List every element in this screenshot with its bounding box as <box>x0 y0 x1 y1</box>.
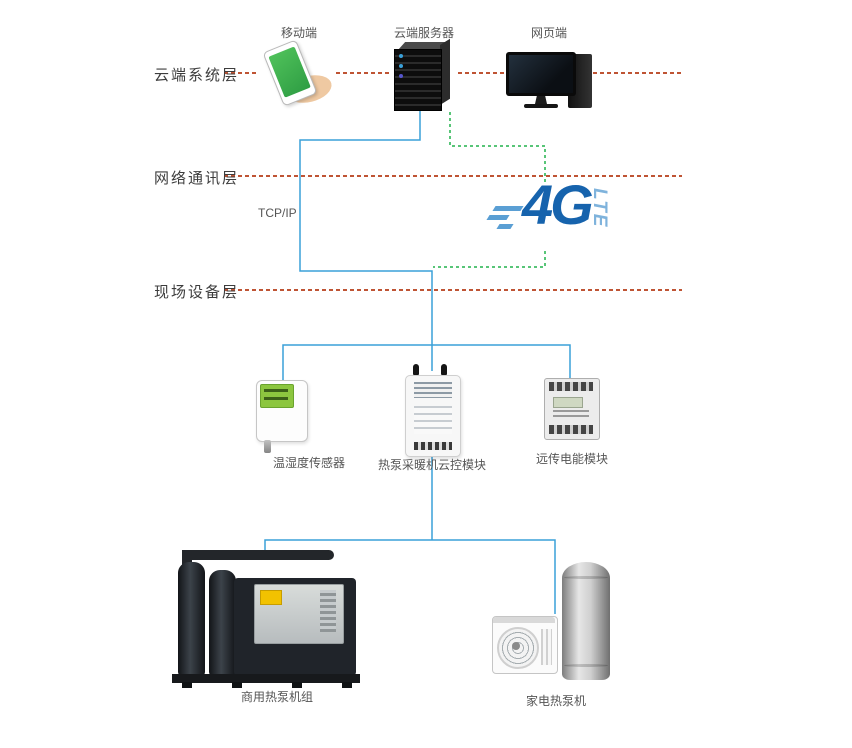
sensor-probe <box>264 440 271 453</box>
meter-terminals-top <box>549 382 593 391</box>
home-heat-pump-outdoor-unit <box>492 616 558 676</box>
meter-lcd <box>553 397 583 408</box>
module-terminals <box>414 442 452 450</box>
field-device-bus <box>282 344 571 383</box>
module-label: 热泵采暖机云控模块 <box>377 458 486 472</box>
commercial-heat-pump-image <box>168 544 366 690</box>
energy-meter-icon <box>542 376 602 442</box>
water-tank <box>560 560 612 682</box>
foot-4 <box>342 682 352 688</box>
pipe-top <box>182 550 334 560</box>
server-led-lights <box>399 54 403 58</box>
phone-screen <box>268 46 311 98</box>
layer-label-cloud: 云端系统层 <box>154 67 240 84</box>
foot-3 <box>292 682 302 688</box>
web-label: 网页端 <box>530 26 567 40</box>
compressor-cylinder-1 <box>178 562 205 676</box>
antenna-left <box>413 364 419 375</box>
server-to-field-connector <box>299 110 433 345</box>
tank-body <box>562 562 610 680</box>
server-label: 云端服务器 <box>393 26 454 40</box>
ac-side-slats <box>541 629 552 665</box>
foot-1 <box>182 682 192 688</box>
ac-fan-hub <box>512 642 520 650</box>
tank-seam-bottom <box>564 664 608 667</box>
meter-label: 远传电能模块 <box>535 452 608 466</box>
sensor-label: 温湿度传感器 <box>272 456 345 470</box>
antenna-right <box>441 364 447 375</box>
logo-4g-text: 4G <box>522 173 594 236</box>
cabinet-vents <box>320 590 336 632</box>
commercial-unit-label: 商用热泵机组 <box>240 690 313 704</box>
monitor-stand <box>535 96 547 104</box>
speed-line-1 <box>492 206 524 211</box>
compressor-cylinder-2 <box>209 570 236 676</box>
tank-seam-top <box>564 576 608 579</box>
meter-terminals-bottom <box>549 425 593 434</box>
server-front-face <box>394 49 442 111</box>
sensor-lcd <box>260 384 294 408</box>
ac-top-strip <box>493 617 555 623</box>
temp-humidity-sensor-icon <box>252 378 314 454</box>
tcpip-label: TCP/IP <box>258 206 297 220</box>
wireless-4g-connector <box>433 112 546 268</box>
module-label-area <box>414 382 452 398</box>
module-body <box>405 375 461 457</box>
monitor-glass <box>509 55 573 93</box>
cloud-control-module-icon <box>400 364 464 460</box>
web-terminal-icon <box>506 50 598 112</box>
speed-line-3 <box>496 224 514 229</box>
meter-text-lines <box>553 410 589 420</box>
layer-label-field: 现场设备层 <box>154 284 240 301</box>
base-frame <box>172 674 360 683</box>
layer-label-network: 网络通讯层 <box>154 170 240 187</box>
logo-4g-lte: 4G LTE <box>486 173 610 248</box>
module-to-equipment-connector <box>264 457 556 614</box>
logo-lte-text: LTE <box>589 188 610 229</box>
monitor-base <box>524 104 558 108</box>
meter-body <box>544 378 600 440</box>
warning-sticker <box>260 590 282 605</box>
mobile-phone-icon <box>260 39 342 108</box>
home-unit-label: 家电热泵机 <box>525 694 586 708</box>
speed-line-2 <box>486 215 510 220</box>
foot-2 <box>232 682 242 688</box>
module-text-lines <box>414 406 452 434</box>
cloud-server-icon <box>390 38 460 112</box>
monitor-screen <box>506 52 576 96</box>
mobile-label: 移动端 <box>280 26 317 40</box>
